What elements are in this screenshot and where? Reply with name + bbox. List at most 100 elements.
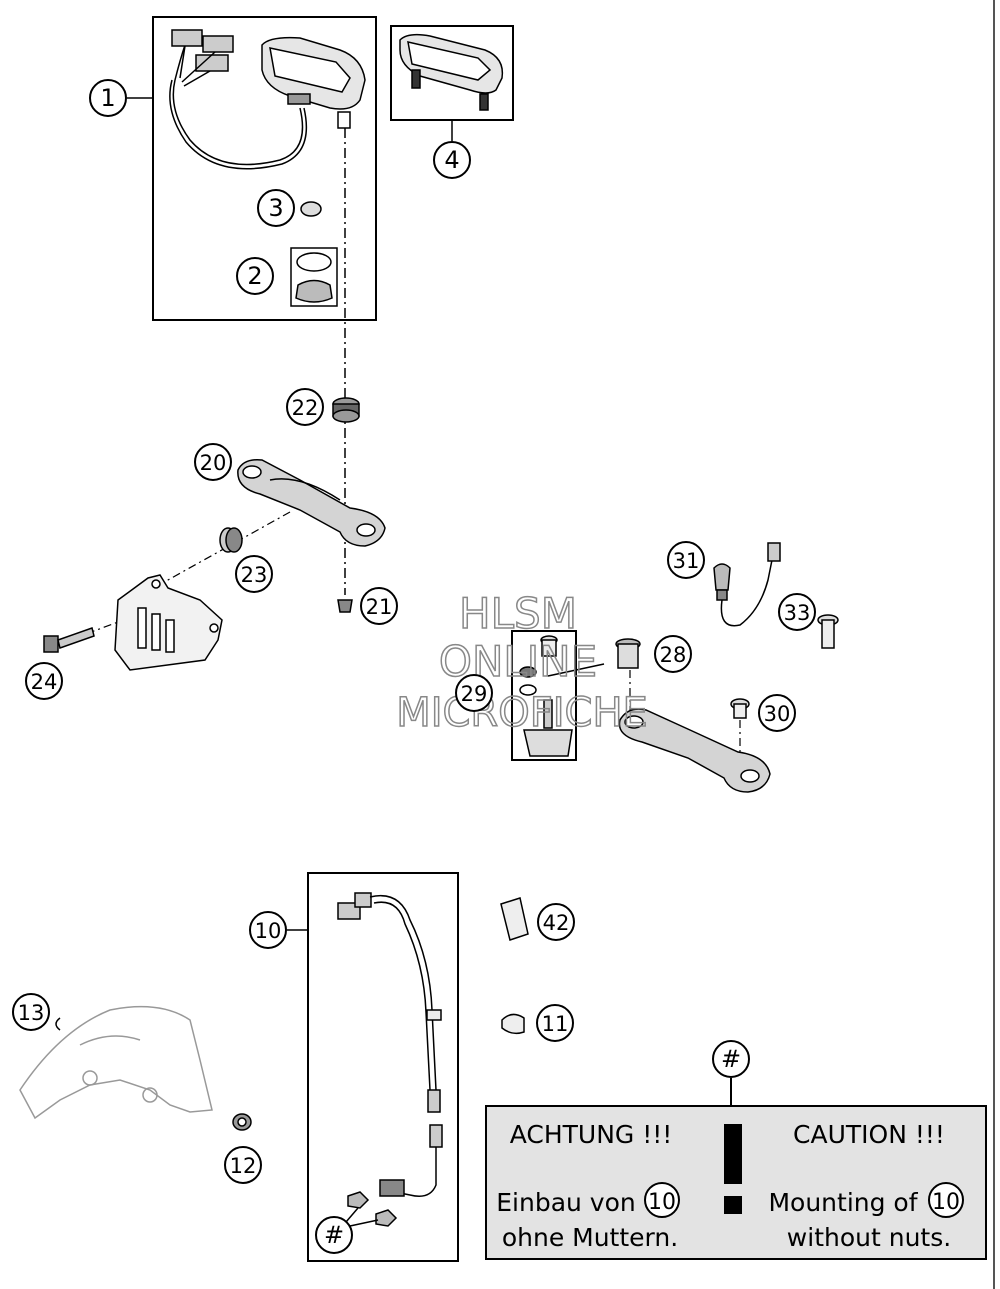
callout-circle bbox=[25, 662, 63, 700]
callout-c22: 22 bbox=[286, 388, 324, 426]
caution-en-ref: 10 bbox=[928, 1182, 964, 1218]
watermark: HLSM ONLINE MICROFICHE bbox=[395, 588, 648, 737]
callout-label: # bbox=[324, 1221, 344, 1249]
callout-circle bbox=[360, 587, 398, 625]
leader-hash2-b bbox=[349, 1219, 379, 1227]
group-box-1 bbox=[152, 16, 377, 321]
callout-label: 29 bbox=[461, 682, 488, 706]
part-12-spacer bbox=[232, 1113, 252, 1131]
callout-circle bbox=[537, 903, 575, 941]
caution-de-line1: Einbau von bbox=[496, 1188, 636, 1217]
svg-text:10: 10 bbox=[648, 1190, 676, 1215]
callout-label: 4 bbox=[444, 146, 459, 174]
callout-c12: 12 bbox=[224, 1146, 262, 1184]
callout-hash2: # bbox=[315, 1216, 353, 1254]
part-33-plug bbox=[817, 614, 839, 649]
callout-circle bbox=[257, 189, 295, 227]
speed-sensor-cable bbox=[337, 892, 443, 1197]
callout-label: 31 bbox=[673, 549, 700, 573]
part-31-cable bbox=[713, 542, 781, 627]
callout-circle bbox=[654, 635, 692, 673]
callout-c28: 28 bbox=[654, 635, 692, 673]
part-42-clip bbox=[500, 897, 529, 941]
callout-circle bbox=[224, 1146, 262, 1184]
callout-circle bbox=[194, 443, 232, 481]
callout-label: 42 bbox=[543, 911, 570, 935]
leader-hash2-a bbox=[345, 1207, 359, 1223]
callout-circle bbox=[667, 541, 705, 579]
callout-c2: 2 bbox=[236, 257, 274, 295]
caution-de-line2: ohne Muttern. bbox=[502, 1223, 678, 1252]
callout-circle bbox=[12, 993, 50, 1031]
callout-c23: 23 bbox=[235, 555, 273, 593]
part-11-clip bbox=[501, 1013, 525, 1035]
callout-circle bbox=[758, 694, 796, 732]
leader-28 bbox=[547, 663, 605, 677]
caution-en-title: CAUTION !!! bbox=[793, 1120, 945, 1149]
callout-circle bbox=[315, 1216, 353, 1254]
callout-label: 21 bbox=[366, 595, 393, 619]
caution-en-line2: without nuts. bbox=[787, 1223, 951, 1252]
callout-label: 22 bbox=[292, 396, 319, 420]
part-20-bracket bbox=[237, 458, 386, 547]
callout-leaders bbox=[127, 97, 453, 931]
callout-label: 23 bbox=[241, 563, 268, 587]
callout-c29: 29 bbox=[455, 674, 493, 712]
callout-label: 10 bbox=[255, 919, 282, 943]
lower-bracket bbox=[618, 708, 771, 793]
callout-c33: 33 bbox=[778, 593, 816, 631]
speedometer-unit bbox=[261, 36, 366, 129]
part-4-speedometer bbox=[399, 33, 504, 111]
callout-c4: 4 bbox=[433, 141, 471, 179]
callout-c3: 3 bbox=[257, 189, 295, 227]
callout-label: 2 bbox=[247, 262, 262, 290]
sensor-nuts bbox=[347, 1191, 398, 1227]
caution-de-title: ACHTUNG !!! bbox=[510, 1120, 673, 1149]
callout-label: 12 bbox=[230, 1154, 257, 1178]
caution-de-ref: 10 bbox=[644, 1182, 680, 1218]
watermark-line3: MICROFICHE bbox=[396, 690, 648, 736]
callout-label: 30 bbox=[764, 702, 791, 726]
callout-circle bbox=[286, 388, 324, 426]
part-28-sleeve bbox=[615, 638, 641, 669]
callout-circle bbox=[235, 555, 273, 593]
exclamation-dot bbox=[724, 1196, 742, 1214]
callout-circle bbox=[712, 1040, 750, 1078]
callout-label: 1 bbox=[100, 84, 115, 112]
part-21-screw bbox=[337, 599, 353, 613]
part-3-cap bbox=[300, 201, 322, 217]
svg-text:10: 10 bbox=[932, 1190, 960, 1215]
callout-c24: 24 bbox=[25, 662, 63, 700]
part-30-plug bbox=[730, 698, 750, 719]
caution-en-line1: Mounting of bbox=[768, 1188, 918, 1217]
callout-label: 28 bbox=[660, 643, 687, 667]
callout-label: 33 bbox=[784, 601, 811, 625]
part-29-box bbox=[511, 630, 577, 761]
callout-c20: 20 bbox=[194, 443, 232, 481]
watermark-line1: HLSM bbox=[459, 589, 577, 638]
callout-c11: 11 bbox=[536, 1004, 574, 1042]
exclamation-bar bbox=[724, 1124, 742, 1184]
callout-hash1: # bbox=[712, 1040, 750, 1078]
callout-c1: 1 bbox=[89, 79, 127, 117]
callout-label: 24 bbox=[31, 670, 58, 694]
part-13-circlip bbox=[55, 1017, 61, 1031]
callout-c31: 31 bbox=[667, 541, 705, 579]
callout-circle bbox=[536, 1004, 574, 1042]
callout-c30: 30 bbox=[758, 694, 796, 732]
callout-circle bbox=[249, 911, 287, 949]
callout-c10: 10 bbox=[249, 911, 287, 949]
part-22-grommet bbox=[332, 397, 360, 423]
part-2-box bbox=[290, 247, 338, 307]
callout-c13: 13 bbox=[12, 993, 50, 1031]
callout-label: 20 bbox=[200, 451, 227, 475]
part-23-grommet bbox=[219, 527, 243, 553]
brake-disc bbox=[19, 1005, 213, 1120]
part-2-seal bbox=[296, 252, 332, 272]
callout-circle bbox=[778, 593, 816, 631]
callout-label: 11 bbox=[542, 1012, 569, 1036]
callout-c42: 42 bbox=[537, 903, 575, 941]
callout-circle bbox=[236, 257, 274, 295]
